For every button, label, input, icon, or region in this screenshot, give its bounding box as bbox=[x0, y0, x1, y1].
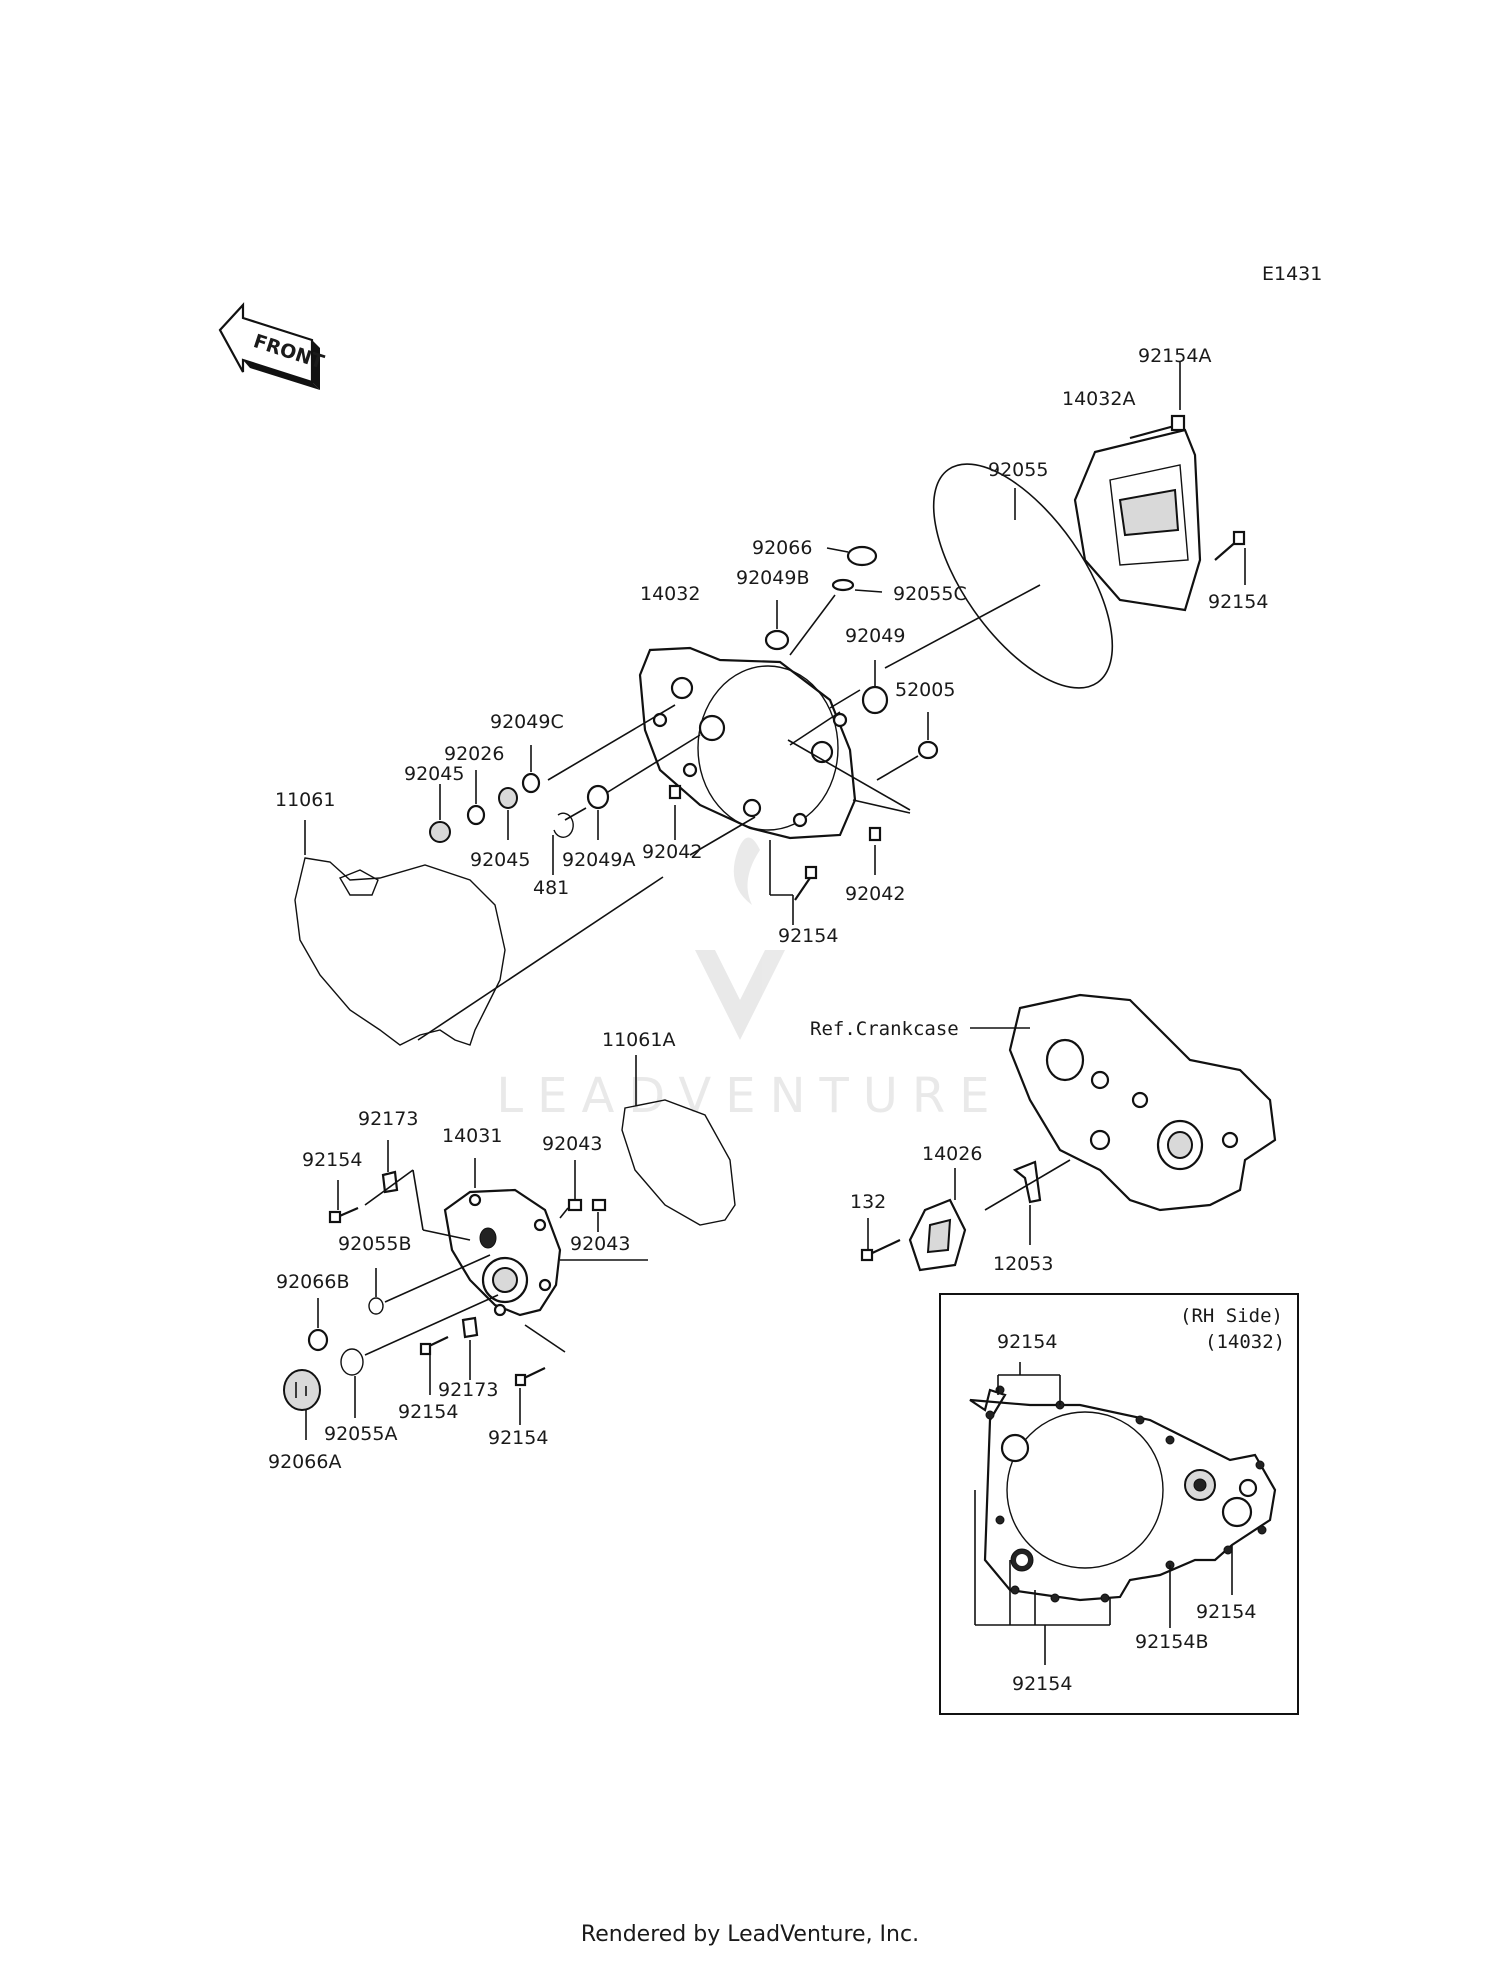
part-14032A-cover bbox=[1073, 428, 1202, 612]
label-92043-b: 92043 bbox=[570, 1233, 630, 1255]
label-52005: 52005 bbox=[895, 679, 955, 701]
seal-92045-b bbox=[498, 787, 518, 809]
label-92045-b: 92045 bbox=[470, 849, 530, 871]
front-arrow-icon: FRONT bbox=[218, 302, 327, 390]
label-92066: 92066 bbox=[752, 537, 812, 559]
dowel-92042-a bbox=[668, 784, 682, 800]
label-92066B: 92066B bbox=[276, 1271, 349, 1293]
label-92154-mid: 92154 bbox=[778, 925, 838, 947]
label-132: 132 bbox=[850, 1191, 886, 1213]
seal-52005 bbox=[917, 740, 939, 760]
seal-92045-a bbox=[429, 821, 451, 843]
o-ring-92055 bbox=[932, 463, 1114, 689]
bolt-92154-bottom-b bbox=[514, 1367, 546, 1425]
plug-92066B bbox=[307, 1298, 329, 1352]
footer-credit: Rendered by LeadVenture, Inc. bbox=[580, 1922, 920, 1947]
bolt-92154-top-right bbox=[1214, 530, 1246, 585]
label-92043-a: 92043 bbox=[542, 1133, 602, 1155]
seal-92049A bbox=[586, 784, 610, 810]
label-inset-92154B: 92154B bbox=[1135, 1631, 1208, 1653]
label-92154-bottom-b: 92154 bbox=[488, 1427, 548, 1449]
label-92055A: 92055A bbox=[324, 1423, 397, 1445]
label-92173-top: 92173 bbox=[358, 1108, 418, 1130]
label-92066A: 92066A bbox=[268, 1451, 341, 1473]
o-ring-92055B bbox=[368, 1297, 384, 1315]
label-92055B: 92055B bbox=[338, 1233, 411, 1255]
part-labels: 92154A 14032A 92055 92154 92066 92049B 9… bbox=[268, 345, 1285, 1695]
bearing-92026 bbox=[466, 804, 486, 826]
circlip-481 bbox=[553, 812, 574, 838]
label-inset-92154-top: 92154 bbox=[997, 1331, 1057, 1353]
label-11061A: 11061A bbox=[602, 1029, 675, 1051]
diagram-code: E1431 bbox=[1262, 263, 1322, 285]
label-92042-b: 92042 bbox=[845, 883, 905, 905]
label-92045-a: 92045 bbox=[404, 763, 464, 785]
label-92042-a: 92042 bbox=[642, 841, 702, 863]
plug-92066 bbox=[826, 545, 878, 567]
o-ring-92055C bbox=[831, 578, 883, 593]
part-14031-cover bbox=[443, 1188, 562, 1317]
clamp-92173-bottom bbox=[461, 1316, 479, 1380]
watermark-text: LEADVENTURE bbox=[496, 1068, 1003, 1124]
seal-92049C bbox=[521, 772, 541, 794]
bolt-132 bbox=[860, 1218, 901, 1262]
bolt-92154-left bbox=[328, 1180, 359, 1224]
label-12053: 12053 bbox=[993, 1253, 1053, 1275]
label-92049B: 92049B bbox=[736, 567, 809, 589]
bolt-92154-mid bbox=[769, 840, 818, 925]
label-92049A: 92049A bbox=[562, 849, 635, 871]
bracket-12053 bbox=[984, 1159, 1071, 1245]
label-92026: 92026 bbox=[444, 743, 504, 765]
label-inset-92154-bottom: 92154 bbox=[1012, 1673, 1072, 1695]
guide-14026 bbox=[908, 1168, 967, 1272]
dowel-92043-b bbox=[591, 1198, 607, 1212]
clamp-92173-top bbox=[381, 1140, 399, 1194]
label-92154A: 92154A bbox=[1138, 345, 1211, 367]
gasket-11061A bbox=[621, 1055, 736, 1226]
seal-92049B bbox=[764, 629, 790, 651]
dowel-92042-b bbox=[868, 826, 882, 842]
o-ring-92055A bbox=[340, 1348, 364, 1376]
cap-92066A bbox=[283, 1369, 321, 1440]
rh-side-cover-view bbox=[969, 1385, 1277, 1603]
label-11061: 11061 bbox=[275, 789, 335, 811]
label-92049C: 92049C bbox=[490, 711, 564, 733]
watermark: LEADVENTURE bbox=[496, 837, 1003, 1124]
label-92055C: 92055C bbox=[893, 583, 967, 605]
label-92049: 92049 bbox=[845, 625, 905, 647]
label-14032: 14032 bbox=[640, 583, 700, 605]
label-ref-crankcase: Ref.Crankcase bbox=[810, 1018, 959, 1040]
label-92154-bottom-a: 92154 bbox=[398, 1401, 458, 1423]
gasket-11061 bbox=[294, 820, 664, 1046]
label-rh-side-line1: (RH Side) bbox=[1180, 1305, 1283, 1327]
label-14026: 14026 bbox=[922, 1143, 982, 1165]
label-92173-bottom: 92173 bbox=[438, 1379, 498, 1401]
crankcase-reference bbox=[1008, 993, 1277, 1212]
dowel-92043-a bbox=[567, 1198, 583, 1212]
label-92055: 92055 bbox=[988, 459, 1048, 481]
bolt-92154-bottom-a bbox=[419, 1336, 449, 1395]
seal-92049 bbox=[861, 685, 889, 715]
label-14032A: 14032A bbox=[1062, 388, 1135, 410]
label-481: 481 bbox=[533, 877, 569, 899]
label-rh-side-line2: (14032) bbox=[1205, 1331, 1285, 1353]
label-92154-top-right: 92154 bbox=[1208, 591, 1268, 613]
label-92154-left: 92154 bbox=[302, 1149, 362, 1171]
label-14031: 14031 bbox=[442, 1125, 502, 1147]
part-14032-clutch-cover bbox=[638, 646, 857, 840]
label-inset-92154-right: 92154 bbox=[1196, 1601, 1256, 1623]
bolt-92154A bbox=[1129, 362, 1186, 440]
